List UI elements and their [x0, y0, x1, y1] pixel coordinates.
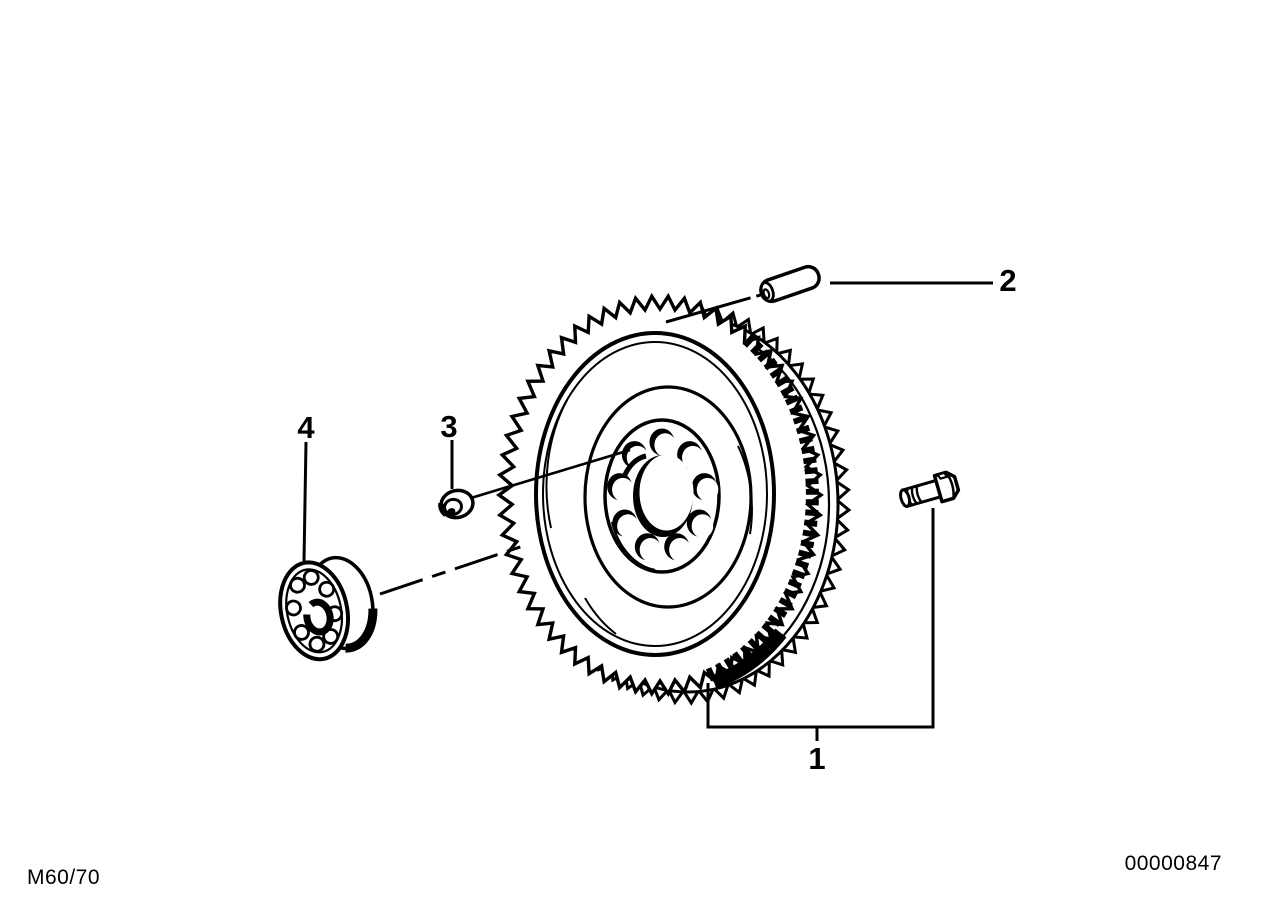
bearing-ball	[302, 569, 320, 586]
bore-counterbore-arc	[621, 453, 647, 478]
pilot-bearing	[278, 555, 378, 662]
drawing-number-text: 00000847	[1125, 852, 1222, 875]
flywheel	[496, 292, 852, 706]
bearing-race-inner-line	[285, 568, 344, 654]
bearing-bore	[303, 598, 334, 636]
ring-gear-shadow-blob	[711, 628, 787, 689]
dowel-pin	[759, 264, 821, 304]
callout-label-4: 4	[297, 410, 315, 445]
mounting-bolt	[899, 470, 961, 509]
bearing-ball	[289, 576, 306, 594]
bolt-tip	[899, 488, 912, 508]
bushing-bore-shadow	[447, 508, 456, 515]
flywheel-face-inner-line	[542, 341, 768, 647]
model-code-text: M60/70	[27, 866, 100, 889]
callout-line-4	[302, 441, 308, 562]
bearing-ball	[308, 635, 326, 653]
bolt-hole	[617, 514, 639, 538]
ring-gear-shading	[704, 334, 819, 683]
bolt-hole	[639, 537, 662, 562]
pin-end-chamfer	[762, 288, 771, 300]
bearing-ball	[318, 580, 336, 598]
friction-highlight-arc-right	[737, 445, 753, 535]
bearing-ball	[293, 624, 310, 641]
bolt-hole	[682, 445, 704, 470]
bearing-side-shading	[345, 608, 378, 653]
bolt-hole	[669, 537, 691, 562]
bolt-hole	[696, 477, 719, 502]
bolt-head-highlight	[935, 471, 950, 480]
face-highlight-arc-left	[545, 399, 568, 529]
callout-line-3-leader	[470, 448, 631, 500]
bolt-hole	[612, 477, 634, 502]
pin-axis-centerline	[665, 292, 765, 324]
callout-label-1: 1	[808, 741, 825, 776]
callout-bracket-1	[706, 508, 935, 741]
bearing-bore-highlight	[302, 601, 315, 615]
bushing	[438, 488, 475, 520]
bushing-shading	[438, 502, 448, 517]
callout-label-3: 3	[440, 409, 457, 444]
bolt-hole	[691, 514, 714, 538]
bolt-head-face-line	[945, 471, 955, 499]
bolt-hole	[654, 433, 676, 457]
callout-label-2: 2	[999, 263, 1016, 298]
bearing-ball	[285, 599, 302, 617]
face-highlight-arc-bottom	[584, 597, 617, 635]
center-bore	[639, 454, 694, 531]
bearing-axis-centerline	[379, 544, 524, 596]
ring-gear-back-rim-inner-line	[747, 341, 831, 667]
hub-bolt-holes	[607, 428, 719, 562]
